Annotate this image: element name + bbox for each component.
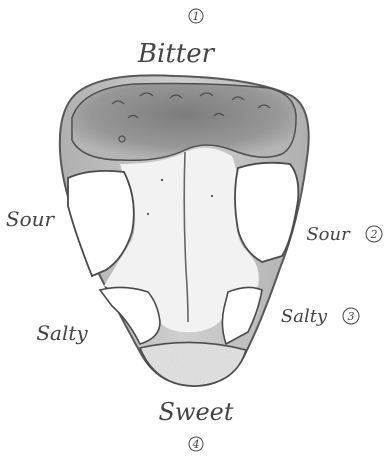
sweet-number: 4 bbox=[192, 438, 200, 451]
right-salty-label: Salty bbox=[281, 306, 328, 327]
right-sour-label: Sour bbox=[306, 224, 351, 245]
label-sweet-number: 4 bbox=[189, 437, 203, 451]
left-salty-label: Salty bbox=[36, 321, 88, 345]
sweet-region bbox=[140, 342, 246, 386]
bitter-region bbox=[72, 84, 296, 161]
bitter-number: 1 bbox=[193, 10, 200, 23]
label-salty-number: 3 bbox=[343, 308, 359, 324]
sour-number: 2 bbox=[370, 228, 378, 241]
left-sour-label: Sour bbox=[6, 207, 56, 231]
bitter-label: Bitter bbox=[137, 39, 216, 69]
salty-number: 3 bbox=[348, 310, 355, 323]
label-sour-number: 2 bbox=[366, 226, 382, 242]
label-bitter-number: 1 bbox=[189, 9, 203, 23]
sweet-label: Sweet bbox=[158, 398, 233, 426]
